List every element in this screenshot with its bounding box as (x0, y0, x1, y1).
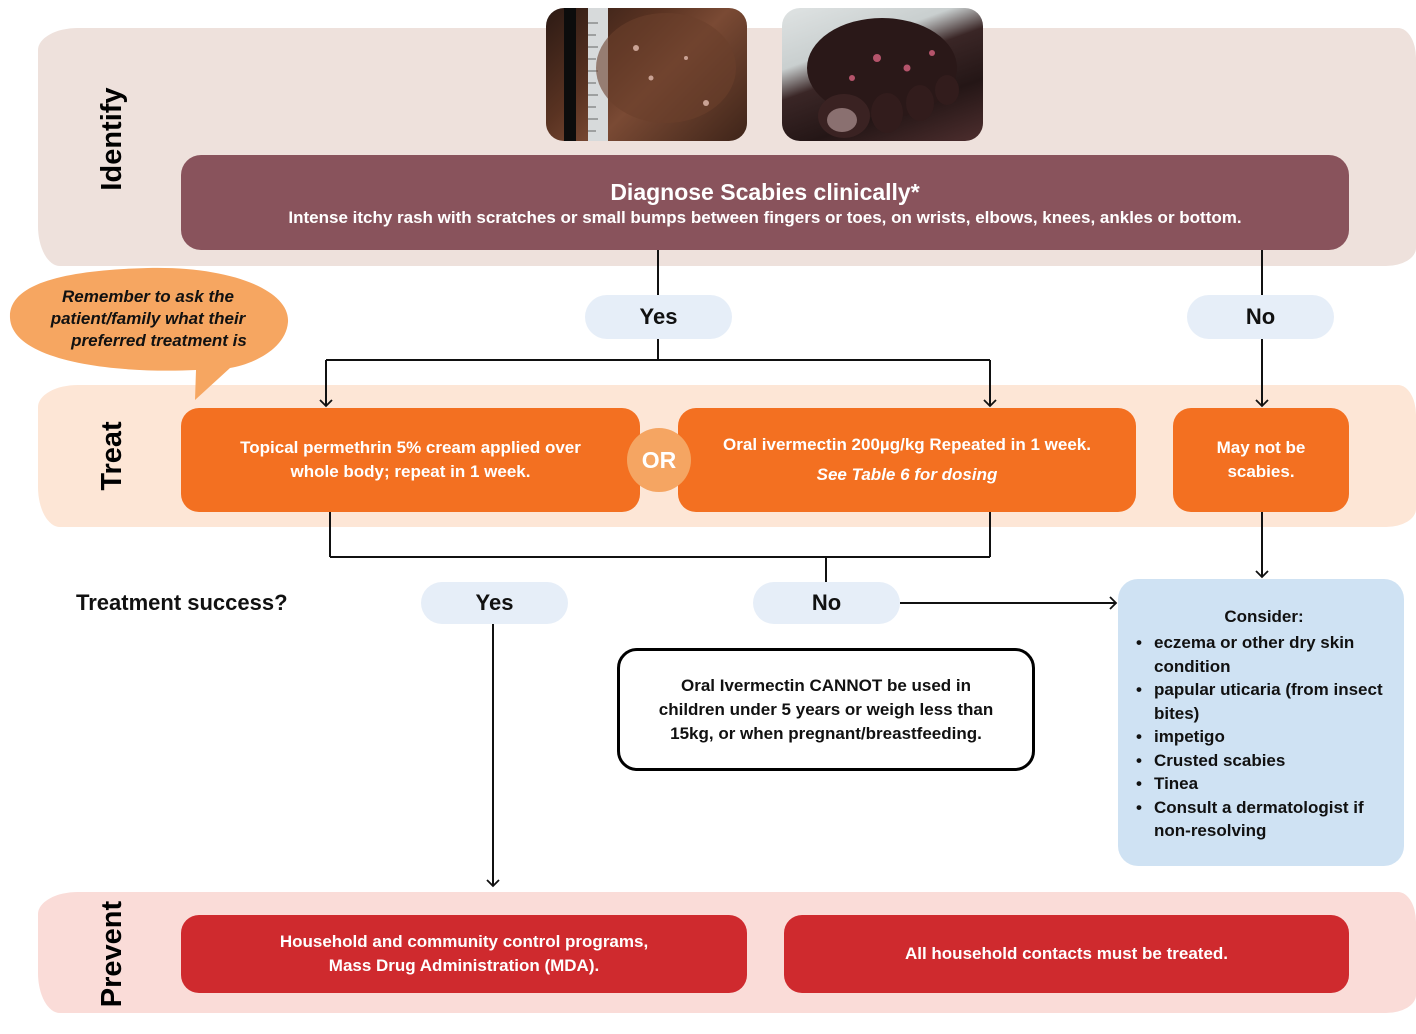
reminder-line-2: patient/family what their (50, 309, 246, 328)
no-top-pill: No (1187, 295, 1334, 339)
no-success-pill: No (753, 582, 900, 624)
consider-item: Tinea (1136, 772, 1392, 796)
ivermectin-box: Oral ivermectin 200µg/kg Repeated in 1 w… (678, 408, 1136, 512)
warning-part-2: be used in (882, 675, 972, 695)
community-control-line-1: Household and community control programs… (279, 932, 649, 951)
consider-box: Consider: eczema or other dry skin condi… (1118, 579, 1404, 866)
reminder-line-3: preferred treatment is (71, 331, 247, 350)
permethrin-box: Topical permethrin 5% cream applied over… (181, 408, 640, 512)
consider-item: Consult a dermatologist if non-resolving (1136, 796, 1392, 843)
ivermectin-warning-box: Oral Ivermectin CANNOT be used in childr… (617, 648, 1035, 771)
warning-line-1: Oral Ivermectin CANNOT be used in (681, 674, 971, 698)
community-control-box: Household and community control programs… (181, 915, 747, 993)
diagnose-subtitle: Intense itchy rash with scratches or sma… (288, 207, 1242, 227)
reminder-bubble: Remember to ask the patient/family what … (10, 270, 286, 368)
reminder-line-1: Remember to ask the (62, 287, 234, 306)
ivermectin-dosing-note: See Table 6 for dosing (816, 465, 998, 484)
reminder-bubble-shape (9, 267, 289, 400)
warning-emphasis: CANNOT (809, 675, 883, 695)
consider-title: Consider: (1224, 607, 1304, 626)
consider-item: papular uticaria (from insect bites) (1136, 678, 1392, 725)
treatment-success-question: Treatment success? (76, 590, 288, 615)
diagnose-box: Diagnose Scabies clinically* Intense itc… (181, 155, 1349, 250)
hand-rash-photo (546, 8, 747, 141)
yes-success-pill: Yes (421, 582, 568, 624)
consider-item: eczema or other dry skin condition (1136, 631, 1392, 678)
warning-line-3: 15kg, or when pregnant/breastfeeding. (670, 723, 982, 743)
permethrin-line-2: whole body; repeat in 1 week. (290, 462, 531, 481)
or-circle: OR (627, 428, 691, 492)
household-contacts-text: All household contacts must be treated. (904, 944, 1229, 963)
permethrin-line-1: Topical permethrin 5% cream applied over (240, 438, 581, 457)
consider-item: Crusted scabies (1136, 749, 1392, 773)
consider-item: impetigo (1136, 725, 1392, 749)
not-scabies-line-1: May not be (1216, 438, 1306, 457)
not-scabies-box: May not be scabies. (1173, 408, 1349, 512)
yes-top-pill: Yes (585, 295, 732, 339)
community-control-line-2: Mass Drug Administration (MDA). (328, 956, 600, 975)
not-scabies-line-2: scabies. (1227, 462, 1295, 481)
consider-list: eczema or other dry skin condition papul… (1136, 631, 1392, 843)
ivermectin-line-1: Oral ivermectin 200µg/kg Repeated in 1 w… (723, 435, 1091, 454)
household-contacts-box: All household contacts must be treated. (784, 915, 1349, 993)
warning-part-1: Oral Ivermectin (680, 675, 810, 695)
diagnose-title: Diagnose Scabies clinically* (610, 178, 920, 205)
warning-line-2: children under 5 years or weigh less tha… (658, 699, 994, 719)
flow-connectors (319, 250, 1269, 888)
foot-rash-photo (782, 8, 983, 141)
